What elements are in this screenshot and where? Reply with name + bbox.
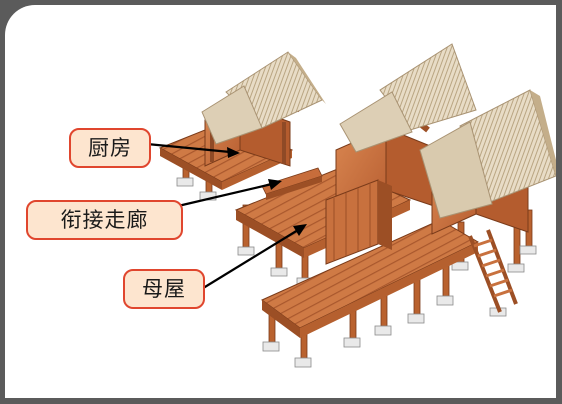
side-house [419, 89, 556, 235]
arrow-main-house [199, 224, 307, 291]
lower-deck [261, 219, 480, 338]
label-corridor: 衔接走廊 [26, 200, 183, 240]
label-main-house: 母屋 [123, 269, 205, 309]
stilt-house-illustration [146, 43, 556, 368]
staircase [468, 229, 518, 313]
arrow-corridor [177, 179, 282, 208]
corridor-bench [261, 167, 323, 200]
label-kitchen: 厨房 [69, 128, 151, 168]
pointer-arrows [146, 142, 307, 291]
kitchen-building [201, 51, 326, 167]
diagram-panel: 厨房 衔接走廊 母屋 [5, 5, 556, 398]
arrow-kitchen [146, 142, 240, 158]
